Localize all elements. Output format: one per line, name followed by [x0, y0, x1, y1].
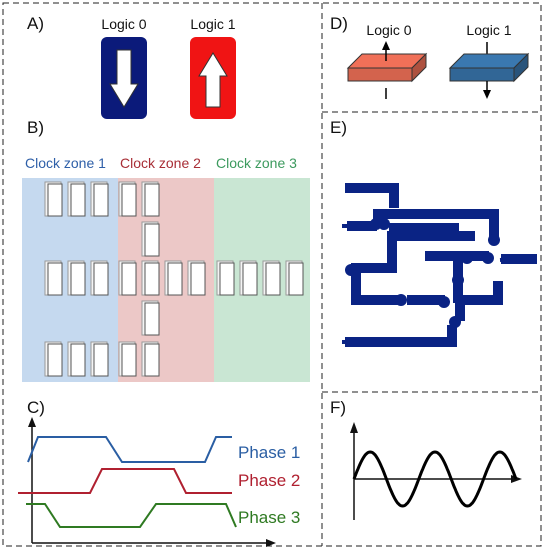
panel-label-f: F) — [330, 398, 346, 417]
qca-cell — [70, 343, 86, 377]
panel-label-e: E) — [330, 118, 347, 137]
m0-side-face — [411, 52, 427, 83]
panel-f — [350, 422, 522, 520]
m1-side-face — [513, 52, 529, 83]
panel-label-c: C) — [27, 398, 45, 417]
qca-cell — [47, 183, 63, 217]
qca-cell — [47, 262, 63, 296]
up-arrow-icon — [382, 41, 390, 50]
m0-front-face — [347, 67, 413, 82]
qca-cell — [144, 183, 160, 217]
nanomagnet-logic0 — [346, 41, 428, 99]
phase-2-label: Phase 2 — [238, 471, 300, 490]
phase-3-waveform — [26, 503, 237, 528]
down-arrow-icon — [109, 49, 139, 108]
nanomagnet-junction — [395, 294, 407, 306]
c-y-arrowhead-icon — [28, 417, 36, 427]
panel-a: Logic 0 Logic 1 — [101, 16, 236, 119]
qca-cell — [144, 223, 160, 257]
qca-cell — [190, 262, 206, 296]
qca-cell — [288, 262, 304, 296]
logic0-label-a: Logic 0 — [101, 16, 146, 32]
qca-cell — [242, 262, 258, 296]
logic1-label-d: Logic 1 — [466, 22, 511, 38]
phase-3-label: Phase 3 — [238, 508, 300, 527]
qca-cell — [144, 343, 160, 377]
zone-label-1: Clock zone 1 — [25, 155, 106, 171]
sine-wave — [352, 450, 518, 508]
qca-cell — [167, 262, 183, 296]
phase-1-label: Phase 1 — [238, 443, 300, 462]
qca-cell — [93, 343, 109, 377]
qca-cell — [265, 262, 281, 296]
c-x-arrowhead-icon — [266, 539, 276, 547]
zone-label-2: Clock zone 2 — [120, 155, 201, 171]
qca-cell — [47, 343, 63, 377]
up-arrow-icon — [198, 52, 228, 108]
qca-cell — [144, 302, 160, 336]
qca-cell — [144, 262, 160, 296]
logic0-label-d: Logic 0 — [366, 22, 411, 38]
qca-cell — [93, 183, 109, 217]
logic1-label-a: Logic 1 — [190, 16, 235, 32]
panel-label-d: D) — [330, 14, 348, 33]
nanomagnet-junction — [438, 296, 450, 308]
phase-2-waveform — [18, 468, 232, 494]
panel-label-b: B) — [27, 118, 44, 137]
nanomagnet-junction — [482, 252, 494, 264]
qca-cell — [121, 183, 137, 217]
m1-front-face — [449, 67, 515, 82]
qca-cell — [121, 343, 137, 377]
panel-label-a: A) — [27, 14, 44, 33]
panel-e-circuit — [342, 183, 537, 347]
panel-b: Clock zone 1 Clock zone 2 Clock zone 3 — [22, 155, 310, 382]
qca-cell — [219, 262, 235, 296]
nanomagnet-junction — [452, 274, 464, 286]
nanomagnet-junction — [488, 234, 500, 246]
nanomagnet-logic1 — [448, 42, 530, 99]
qca-cells — [44, 181, 304, 377]
qca-cell — [70, 262, 86, 296]
nanomagnet-junction — [461, 252, 473, 264]
qca-cell — [93, 262, 109, 296]
qca-cell — [121, 262, 137, 296]
f-y-arrowhead-icon — [350, 422, 358, 433]
zone-label-3: Clock zone 3 — [216, 155, 297, 171]
qca-cell — [70, 183, 86, 217]
panel-c: Phase 1 Phase 2 Phase 3 — [18, 417, 300, 547]
down-arrow-icon — [483, 90, 491, 99]
phase-1-waveform — [27, 436, 232, 463]
panel-d: Logic 0 Logic 1 — [346, 22, 530, 99]
